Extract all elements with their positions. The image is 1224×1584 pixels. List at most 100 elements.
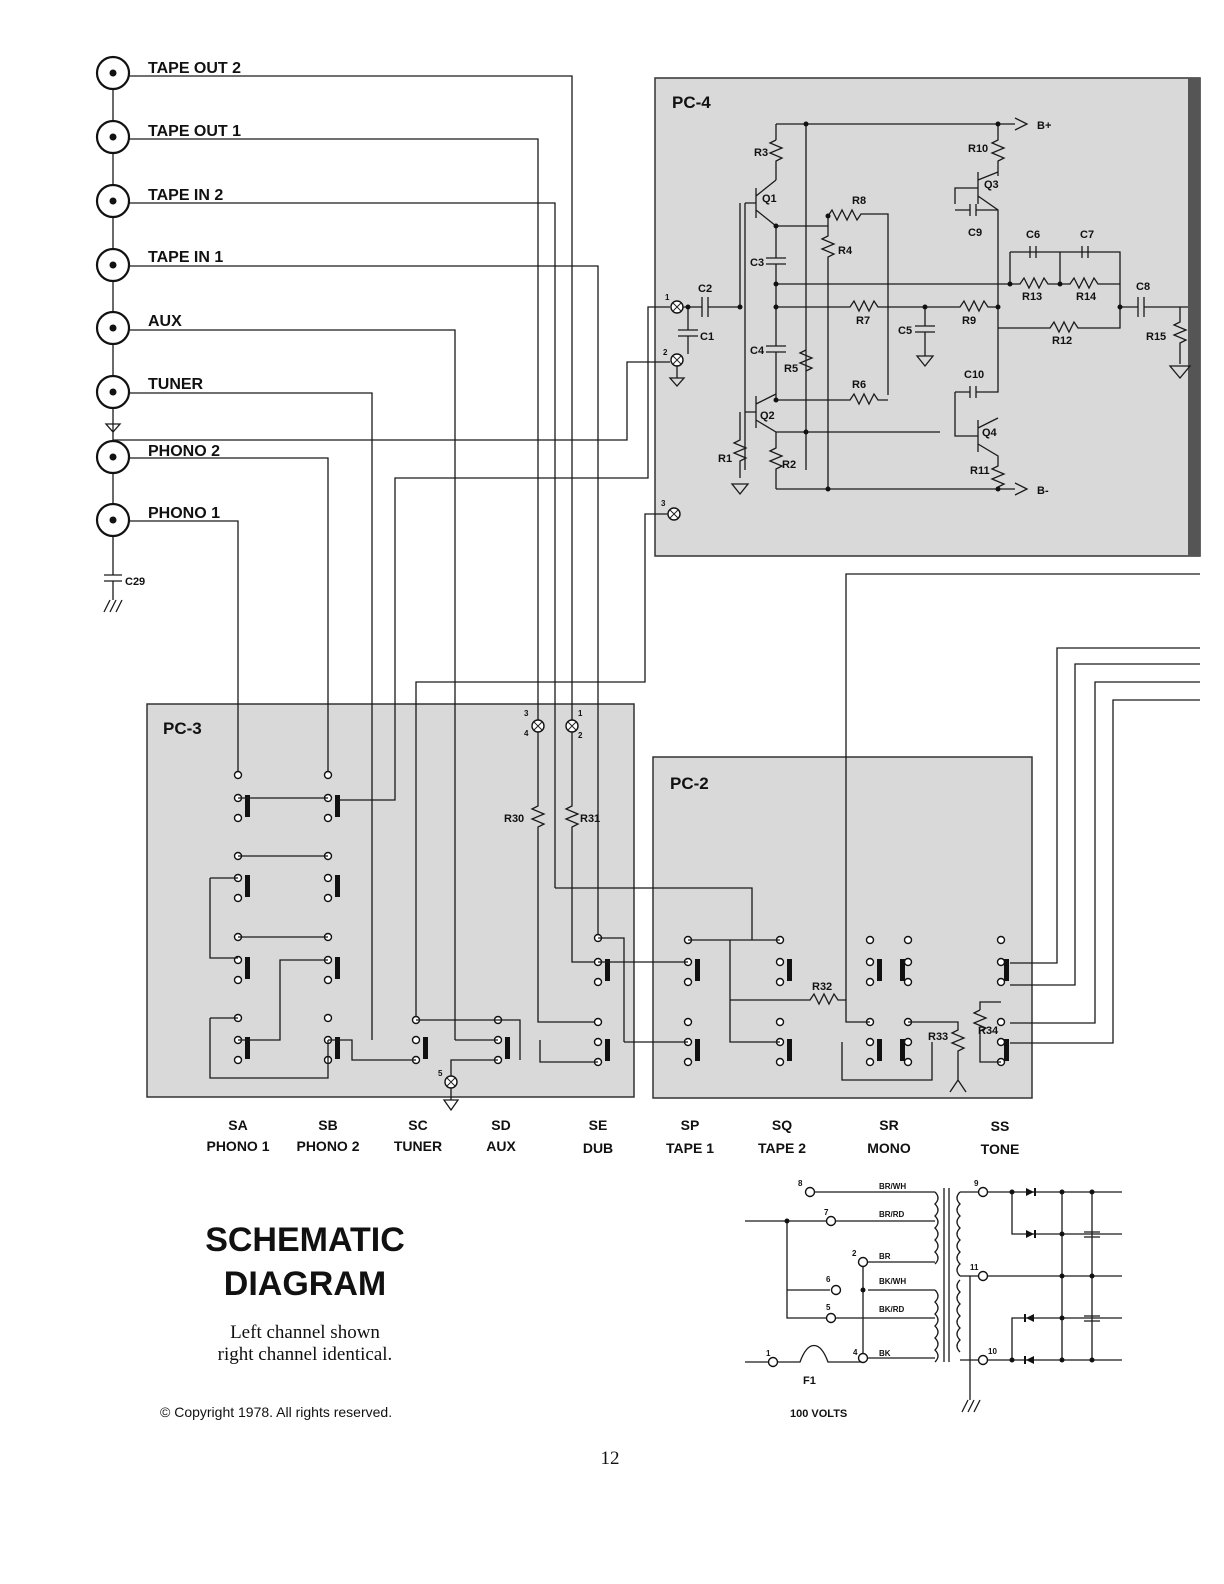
jack-tape-out-1[interactable]: TAPE OUT 1 [95,119,241,155]
pc3-label: PC-3 [163,719,202,738]
r3-resistor [768,123,806,180]
wire-pc4-to-mono [845,573,1200,1000]
rectifier-diodes [784,1188,1095,1364]
c7-label: C7 [1080,229,1094,241]
r4-resistor [820,216,836,489]
bminus-label: B- [1037,485,1049,497]
input-jacks: C29 TAPE OUT 2 TAPE OUT 1 TAPE IN 2 TAPE… [95,55,241,613]
filter-capacitors [1084,1231,1100,1322]
r33-label: R33 [928,1031,948,1043]
pc4-pin1-label: 1 [665,293,670,302]
secondary-coil [956,1191,961,1353]
pc2-label: PC-2 [670,774,709,793]
fuse-label: F1 [803,1375,816,1387]
pin-8: 8 [798,1179,803,1188]
pin-11: 11 [970,1263,979,1272]
c6-c7-plates [1029,246,1089,258]
switch-sa-contacts [233,770,250,1065]
switch-sd-code: SD [491,1117,510,1133]
r3-label: R3 [754,147,768,159]
jack-phono-1-label: PHONO 1 [148,505,220,522]
pc4-junctions [685,121,1123,492]
switch-ss-name: TONE [981,1141,1020,1157]
pc3-pin5-label: 5 [438,1069,443,1078]
c1-capacitor [668,307,698,387]
r6-resistor [776,392,888,406]
jack-phono-1[interactable]: PHONO 1 [95,502,220,538]
pc4-board: PC-4 B+ B- R3 Q1 R8 R4 R5 C3 C4 1 2 3 [654,77,1201,557]
r34-resistor [972,1001,1001,1063]
secondary-leads [960,1191,981,1413]
jack-phono-2[interactable]: PHONO 2 [95,439,220,475]
c6-label: C6 [1026,229,1040,241]
switch-sb-contacts [323,770,340,1065]
q4-label: Q4 [982,427,998,439]
r15-resistor [1168,307,1192,380]
pc3-pin-1-2-cross [567,721,577,731]
pc3-ab-wiring [209,797,329,1079]
jack-tape-out-2[interactable]: TAPE OUT 2 [95,55,241,91]
switch-se-name: DUB [583,1140,613,1156]
wire-tape-out-1 [129,138,539,720]
pin-9: 9 [974,1179,979,1188]
wire-tape-in-2 [129,202,556,888]
pin-6: 6 [826,1275,831,1284]
r32-label: R32 [812,981,832,993]
switch-labels: SA PHONO 1 SB PHONO 2 SC TUNER SD AUX SE… [206,1117,1019,1157]
r14-label: R14 [1076,291,1097,303]
pc3-pin3-label: 3 [524,709,529,718]
wire-br-rd: BR/RD [879,1210,905,1219]
jack-aux[interactable]: AUX [95,310,182,346]
pc3-pin5-cross [446,1077,456,1087]
switch-sq-code: SQ [772,1117,792,1133]
q2-label: Q2 [760,410,775,422]
pc3-board-outline [146,703,635,1098]
copyright-notice: © Copyright 1978. All rights reserved. [160,1404,393,1420]
r30-label: R30 [504,813,524,825]
pc3-pin4-label: 4 [524,729,529,738]
c5-label: C5 [898,325,912,337]
r10-label: R10 [968,143,988,155]
power-pins [767,1186,989,1368]
switch-sp-name: TAPE 1 [666,1140,714,1156]
wire-br: BR [879,1252,891,1261]
pin-5: 5 [826,1303,831,1312]
r8-resistor [776,208,889,395]
jack-tuner[interactable]: TUNER [95,374,204,410]
wire-tuner [129,392,373,1040]
wire-tone-1 [1010,647,1200,964]
c8-label: C8 [1136,281,1150,293]
page-title: SCHEMATIC DIAGRAM [160,1218,450,1306]
r12-label: R12 [1052,335,1072,347]
primary-leads [815,1191,935,1359]
r7-label: R7 [856,315,870,327]
jack-tape-out-1-label: TAPE OUT 1 [148,123,241,140]
r7-r9-resistors [776,299,1000,313]
jack-tape-in-1-label: TAPE IN 1 [148,249,223,266]
pc4-board-outline [654,77,1201,557]
bplus-arrow [1014,117,1029,131]
c29-capacitor [103,530,123,613]
pc3-pin-3-4-cross [533,721,543,731]
pc4-label: PC-4 [672,93,711,112]
wire-br-wh: BR/WH [879,1182,906,1191]
jack-tape-in-1[interactable]: TAPE IN 1 [95,247,223,283]
pin-4: 4 [853,1348,858,1357]
c9-label: C9 [968,227,982,239]
jack-tuner-label: TUNER [148,376,204,393]
switch-sd-name: AUX [486,1138,516,1154]
pc2-board-outline [652,756,1033,1099]
switch-sr-code: SR [879,1117,898,1133]
pc3-board: PC-3 [146,703,635,1098]
jack-aux-label: AUX [148,313,182,330]
switch-sq-name: TAPE 2 [758,1140,806,1156]
jack-tape-in-2[interactable]: TAPE IN 2 [95,183,223,219]
switch-ss-code: SS [991,1118,1010,1134]
wire-tape-out-2 [129,75,573,720]
r2-resistor [768,432,784,489]
rectifier-wiring [988,1191,1122,1361]
page-number: 12 [600,1448,620,1469]
c4-label: C4 [750,345,765,357]
q1-label: Q1 [762,193,777,205]
